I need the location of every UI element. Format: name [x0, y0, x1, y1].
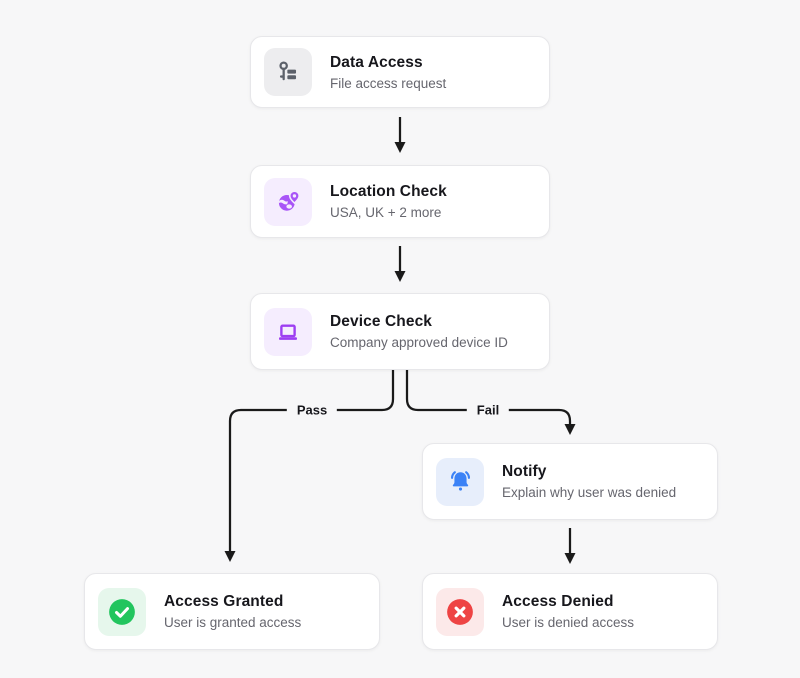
- flow-node-device-check[interactable]: Device Check Company approved device ID: [250, 293, 550, 370]
- flow-node-access-denied[interactable]: Access Denied User is denied access: [422, 573, 718, 650]
- fail-edge-label: Fail: [466, 402, 510, 418]
- node-subtitle: Explain why user was denied: [502, 485, 677, 500]
- arrowhead: [224, 551, 236, 562]
- flow-node-location-check[interactable]: Location Check USA, UK + 2 more: [250, 165, 550, 238]
- globe-pin-icon: [264, 177, 312, 226]
- node-title: Notify: [502, 463, 547, 480]
- node-subtitle: User is denied access: [502, 615, 635, 630]
- check-circle-icon: [98, 587, 146, 636]
- node-subtitle: File access request: [330, 75, 447, 91]
- bell-icon: [436, 457, 484, 506]
- node-subtitle: USA, UK + 2 more: [330, 205, 442, 220]
- arrowhead: [564, 424, 576, 435]
- node-subtitle: User is granted access: [164, 615, 302, 630]
- flow-node-access-granted[interactable]: Access Granted User is granted access: [84, 573, 380, 650]
- node-title: Location Check: [330, 183, 447, 200]
- flow-node-data-access[interactable]: Data Access File access request: [250, 36, 550, 108]
- pass-edge-label: Pass: [286, 402, 338, 418]
- laptop-icon: [264, 307, 312, 356]
- node-title: Data Access: [330, 53, 423, 71]
- connector-pass-branch: [228, 370, 395, 551]
- node-title: Access Denied: [502, 593, 614, 610]
- flow-node-notify[interactable]: Notify Explain why user was denied: [422, 443, 718, 520]
- node-subtitle: Company approved device ID: [330, 335, 508, 350]
- arrowhead: [394, 271, 406, 282]
- node-title: Access Granted: [164, 593, 284, 610]
- arrowhead: [394, 142, 406, 153]
- x-circle-icon: [436, 587, 484, 636]
- arrowhead: [564, 553, 576, 564]
- key-icon: [264, 48, 312, 96]
- node-title: Device Check: [330, 313, 433, 330]
